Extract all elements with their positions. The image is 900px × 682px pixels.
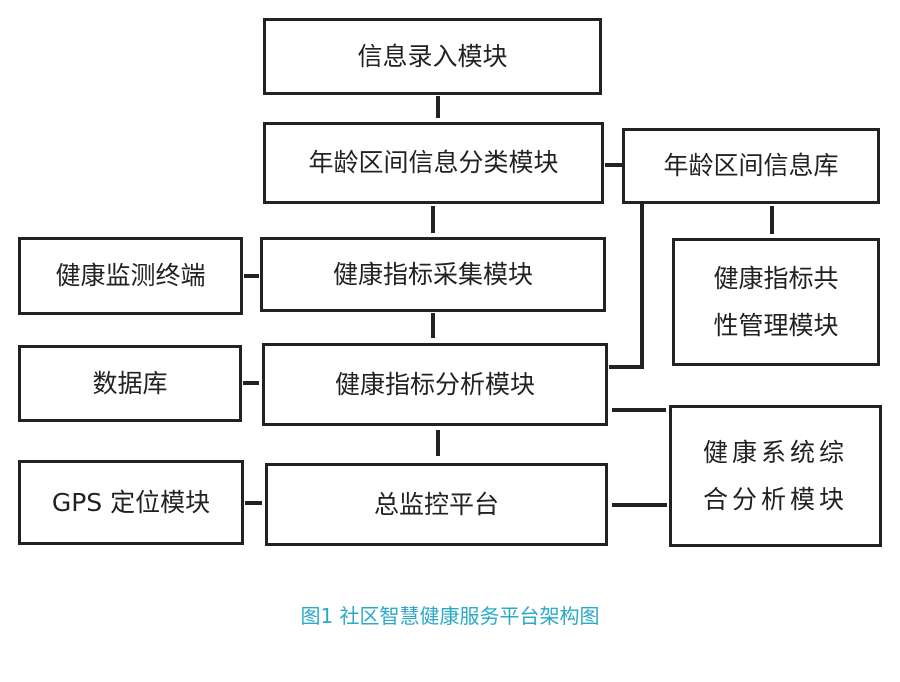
database-box: 数据库: [18, 345, 242, 422]
health-terminal-label: 健康监测终端: [55, 261, 206, 291]
collect-label: 健康指标采集模块: [332, 259, 533, 289]
age-db-label: 年龄区间信息库: [663, 151, 839, 181]
common-mgmt-box: 健康指标共 性管理模块: [672, 238, 880, 366]
connector-agedb-analysis: [609, 204, 644, 369]
comprehensive-label-line1: 健康系统综: [702, 437, 848, 467]
comprehensive-box: 健康系统综 合分析模块: [669, 405, 882, 547]
figure-caption: 图1 社区智慧健康服务平台架构图: [300, 604, 600, 628]
database-label: 数据库: [92, 368, 168, 398]
platform-label: 总监控平台: [373, 489, 499, 519]
common-mgmt-label-line1: 健康指标共: [713, 263, 839, 293]
common-mgmt-label-line2: 性管理模块: [713, 311, 839, 340]
info-entry-box: 信息录入模块: [263, 18, 602, 95]
age-classify-box: 年龄区间信息分类模块: [263, 122, 604, 204]
age-classify-label: 年龄区间信息分类模块: [308, 148, 559, 178]
info-entry-label: 信息录入模块: [357, 41, 508, 71]
collect-box: 健康指标采集模块: [260, 237, 606, 312]
comprehensive-label-line2: 合分析模块: [702, 485, 848, 514]
gps-label: GPS 定位模块: [51, 487, 211, 517]
gps-box: GPS 定位模块: [18, 460, 244, 545]
analysis-box: 健康指标分析模块: [262, 343, 608, 426]
platform-box: 总监控平台: [265, 463, 608, 546]
age-db-box: 年龄区间信息库: [622, 128, 880, 204]
health-terminal-box: 健康监测终端: [18, 237, 243, 315]
analysis-label: 健康指标分析模块: [334, 369, 535, 399]
